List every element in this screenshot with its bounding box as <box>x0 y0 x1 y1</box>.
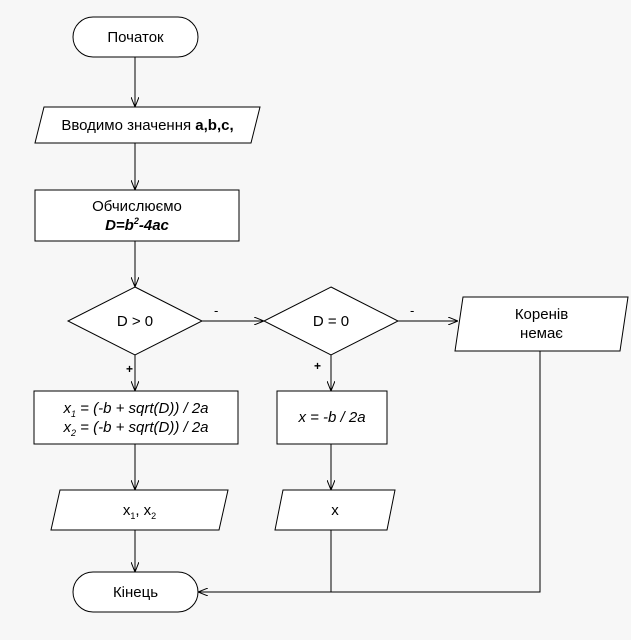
compute-formula: D=b2-4ac <box>105 215 169 234</box>
cond2-text: D = 0 <box>312 312 350 330</box>
cond2-yes-label: + <box>314 359 322 373</box>
root1-formula: x1 = (-b + sqrt(D)) / 2a <box>63 399 209 419</box>
input-label: Вводимо значення a,b,c, <box>35 107 260 143</box>
cond1-no-label: - <box>214 303 219 318</box>
cond1-yes-label: + <box>126 362 134 376</box>
no-roots-line1: Коренів <box>514 306 569 323</box>
output-two-label: x1, x2 <box>51 490 228 530</box>
input-parallelogram <box>34 106 261 144</box>
start-text: Початок <box>107 28 164 46</box>
no-roots-line2: немає <box>520 325 563 342</box>
input-text: Вводимо значення <box>61 116 196 134</box>
one-root-process <box>276 390 388 445</box>
cond1-label: D > 0 <box>68 287 202 355</box>
output-one-label: x <box>275 490 395 530</box>
one-root-formula: x = -b / 2a <box>298 409 366 426</box>
end-text: Кінець <box>112 583 159 601</box>
output-two-parallelogram <box>50 489 229 531</box>
cond2-label: D = 0 <box>264 287 398 355</box>
two-roots-label: x1 = (-b + sqrt(D)) / 2a x2 = (-b + sqrt… <box>34 391 238 444</box>
output-one-text: x <box>331 501 339 519</box>
input-vars: a,b,c, <box>195 116 234 134</box>
compute-process <box>34 189 240 242</box>
root2-formula: x2 = (-b + sqrt(D)) / 2a <box>63 418 209 438</box>
no-roots-parallelogram <box>454 296 629 352</box>
cond2-no-label: - <box>410 303 415 318</box>
compute-line1: Обчислюємо <box>92 197 182 215</box>
output-one-parallelogram <box>274 489 396 531</box>
cond1-text: D > 0 <box>116 312 154 330</box>
start-label: Початок <box>73 17 198 57</box>
end-label: Кінець <box>73 572 198 612</box>
compute-label: Обчислюємо D=b2-4ac <box>35 190 239 241</box>
one-root-label: x = -b / 2a <box>277 391 387 444</box>
flow-no-roots-end <box>199 351 541 592</box>
output-two-text: x1, x2 <box>122 501 157 521</box>
no-roots-label: Коренів немає <box>455 297 628 351</box>
two-roots-process <box>33 390 239 445</box>
